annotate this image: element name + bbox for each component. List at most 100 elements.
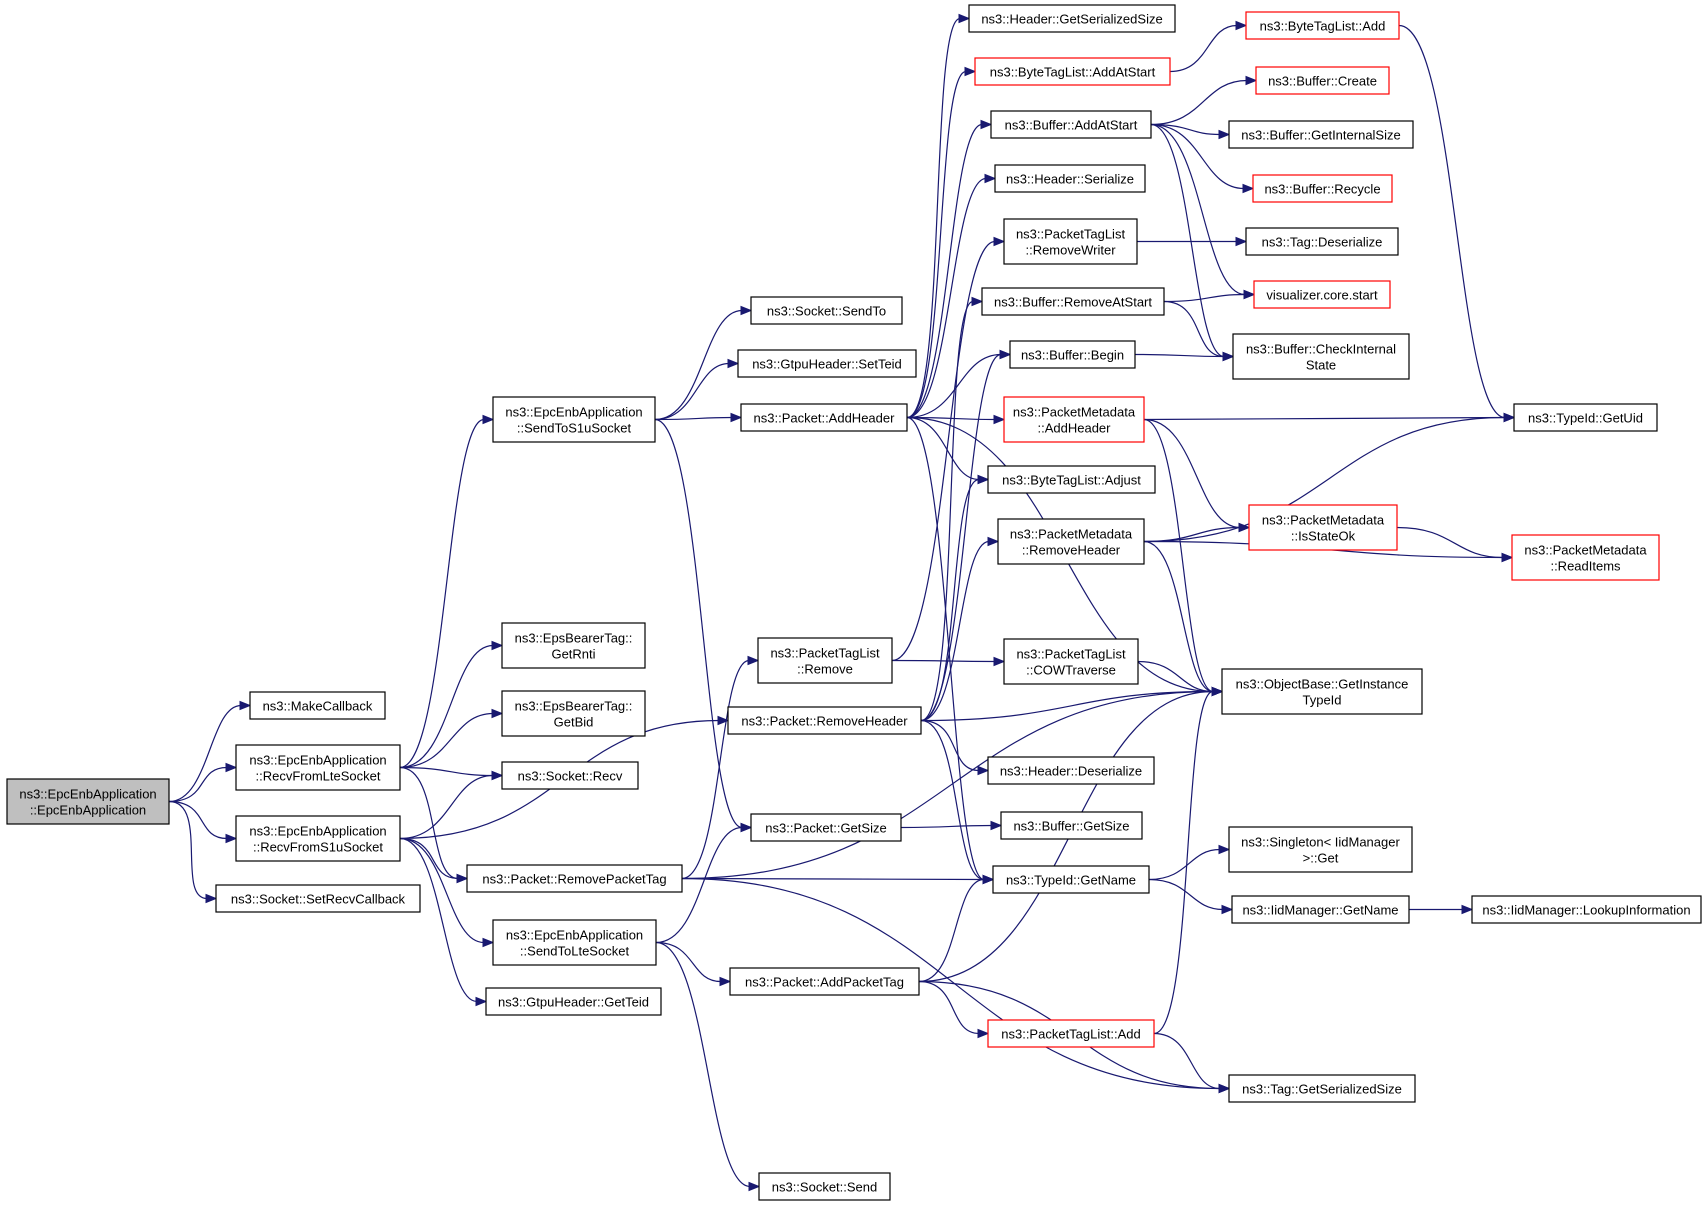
node-box-recvfromlte[interactable] xyxy=(235,744,401,791)
node-box-removeheader[interactable] xyxy=(727,706,922,735)
node-box-setteid[interactable] xyxy=(737,349,917,378)
node-bufremoveatstart[interactable]: ns3::Buffer::RemoveAtStart xyxy=(981,287,1165,316)
node-getrnti[interactable]: ns3::EpsBearerTag::GetRnti xyxy=(501,622,646,669)
node-box-bufcreate[interactable] xyxy=(1255,66,1390,95)
node-box-bufremoveatstart[interactable] xyxy=(981,287,1165,316)
node-pmreaditems[interactable]: ns3::PacketMetadata::ReadItems xyxy=(1511,534,1660,581)
node-taggetserialized[interactable]: ns3::Tag::GetSerializedSize xyxy=(1228,1074,1416,1103)
node-bufaddatstart[interactable]: ns3::Buffer::AddAtStart xyxy=(990,110,1152,139)
node-sendtolte[interactable]: ns3::EpcEnbApplication::SendToLteSocket xyxy=(492,919,657,966)
node-box-bufrecycle[interactable] xyxy=(1252,174,1393,203)
node-box-ptlcowtraverse[interactable] xyxy=(1003,638,1139,685)
node-box-btladd[interactable] xyxy=(1245,11,1400,40)
node-ptlremove[interactable]: ns3::PacketTagList::Remove xyxy=(757,637,893,684)
node-recvfroms1u[interactable]: ns3::EpcEnbApplication::RecvFromS1uSocke… xyxy=(235,815,401,862)
node-box-objgetinstance[interactable] xyxy=(1221,668,1423,715)
node-bufgetsize[interactable]: ns3::Buffer::GetSize xyxy=(1000,811,1143,840)
node-typeidgetuid[interactable]: ns3::TypeId::GetUid xyxy=(1513,403,1658,432)
node-iidgetname[interactable]: ns3::IidManager::GetName xyxy=(1231,895,1410,924)
node-btladd[interactable]: ns3::ByteTagList::Add xyxy=(1245,11,1400,40)
node-typeidgetname[interactable]: ns3::TypeId::GetName xyxy=(992,865,1150,894)
node-box-bufbegin[interactable] xyxy=(1009,340,1136,369)
node-pmremoveheader[interactable]: ns3::PacketMetadata::RemoveHeader xyxy=(997,518,1145,565)
node-sendto[interactable]: ns3::Socket::SendTo xyxy=(750,296,903,325)
node-box-taggetserialized[interactable] xyxy=(1228,1074,1416,1103)
node-getteid[interactable]: ns3::GtpuHeader::GetTeid xyxy=(485,987,662,1016)
node-bufgetinternalsize[interactable]: ns3::Buffer::GetInternalSize xyxy=(1228,120,1414,149)
node-box-pmreaditems[interactable] xyxy=(1511,534,1660,581)
node-box-getsize[interactable] xyxy=(750,813,902,842)
node-getsize[interactable]: ns3::Packet::GetSize xyxy=(750,813,902,842)
node-vizstart[interactable]: visualizer.core.start xyxy=(1253,280,1391,309)
node-hdrserialize[interactable]: ns3::Header::Serialize xyxy=(994,164,1146,193)
node-box-bufcheckinternal[interactable] xyxy=(1232,333,1410,380)
node-box-removepackettag[interactable] xyxy=(466,864,683,893)
node-hdrdeserialize[interactable]: ns3::Header::Deserialize xyxy=(987,756,1155,785)
node-box-addheader[interactable] xyxy=(740,403,908,432)
node-box-ptlremovewriter[interactable] xyxy=(1003,218,1138,265)
node-box-pmremoveheader[interactable] xyxy=(997,518,1145,565)
node-box-sendto[interactable] xyxy=(750,296,903,325)
node-box-vizstart[interactable] xyxy=(1253,280,1391,309)
node-box-getrnti[interactable] xyxy=(501,622,646,669)
node-btladjust[interactable]: ns3::ByteTagList::Adjust xyxy=(987,465,1156,494)
node-box-getbid[interactable] xyxy=(501,690,646,737)
node-pmisstateok[interactable]: ns3::PacketMetadata::IsStateOk xyxy=(1248,504,1398,551)
node-iidlookup[interactable]: ns3::IidManager::LookupInformation xyxy=(1471,895,1702,924)
node-removepackettag[interactable]: ns3::Packet::RemovePacketTag xyxy=(466,864,683,893)
node-box-iidlookup[interactable] xyxy=(1471,895,1702,924)
node-box-hdrgetserialized[interactable] xyxy=(968,4,1176,33)
node-box-bufgetsize[interactable] xyxy=(1000,811,1143,840)
node-ptladd[interactable]: ns3::PacketTagList::Add xyxy=(987,1019,1155,1048)
node-box-getteid[interactable] xyxy=(485,987,662,1016)
node-box-btladjust[interactable] xyxy=(987,465,1156,494)
node-box-root[interactable] xyxy=(6,778,170,825)
node-ptlremovewriter[interactable]: ns3::PacketTagList::RemoveWriter xyxy=(1003,218,1138,265)
node-root[interactable]: ns3::EpcEnbApplication::EpcEnbApplicatio… xyxy=(6,778,170,825)
node-box-ptladd[interactable] xyxy=(987,1019,1155,1048)
node-addpackettag[interactable]: ns3::Packet::AddPacketTag xyxy=(729,967,920,996)
node-recvfromlte[interactable]: ns3::EpcEnbApplication::RecvFromLteSocke… xyxy=(235,744,401,791)
node-box-typeidgetuid[interactable] xyxy=(1513,403,1658,432)
node-getbid[interactable]: ns3::EpsBearerTag::GetBid xyxy=(501,690,646,737)
node-box-setrecvcallback[interactable] xyxy=(215,884,421,913)
node-box-sendtolte[interactable] xyxy=(492,919,657,966)
node-box-makecallback[interactable] xyxy=(249,691,386,720)
node-hdrgetserialized[interactable]: ns3::Header::GetSerializedSize xyxy=(968,4,1176,33)
node-tagdeserialize[interactable]: ns3::Tag::Deserialize xyxy=(1245,227,1399,256)
node-sendtos1u[interactable]: ns3::EpcEnbApplication::SendToS1uSocket xyxy=(492,396,656,443)
node-bufrecycle[interactable]: ns3::Buffer::Recycle xyxy=(1252,174,1393,203)
node-box-addpackettag[interactable] xyxy=(729,967,920,996)
node-pmaddheader[interactable]: ns3::PacketMetadata::AddHeader xyxy=(1003,396,1145,443)
node-box-bufaddatstart[interactable] xyxy=(990,110,1152,139)
node-box-sendtos1u[interactable] xyxy=(492,396,656,443)
node-box-bufgetinternalsize[interactable] xyxy=(1228,120,1414,149)
node-box-socketsend[interactable] xyxy=(758,1172,891,1201)
node-bufcreate[interactable]: ns3::Buffer::Create xyxy=(1255,66,1390,95)
node-removeheader[interactable]: ns3::Packet::RemoveHeader xyxy=(727,706,922,735)
node-socketrecv[interactable]: ns3::Socket::Recv xyxy=(501,761,639,790)
node-box-typeidgetname[interactable] xyxy=(992,865,1150,894)
node-ptlcowtraverse[interactable]: ns3::PacketTagList::COWTraverse xyxy=(1003,638,1139,685)
node-makecallback[interactable]: ns3::MakeCallback xyxy=(249,691,386,720)
node-box-hdrserialize[interactable] xyxy=(994,164,1146,193)
node-socketsend[interactable]: ns3::Socket::Send xyxy=(758,1172,891,1201)
node-box-btladdatstart[interactable] xyxy=(974,57,1171,86)
node-addheader[interactable]: ns3::Packet::AddHeader xyxy=(740,403,908,432)
node-box-pmaddheader[interactable] xyxy=(1003,396,1145,443)
node-box-recvfroms1u[interactable] xyxy=(235,815,401,862)
node-singletonget[interactable]: ns3::Singleton< IidManager>::Get xyxy=(1228,826,1413,873)
node-box-pmisstateok[interactable] xyxy=(1248,504,1398,551)
node-setteid[interactable]: ns3::GtpuHeader::SetTeid xyxy=(737,349,917,378)
node-box-socketrecv[interactable] xyxy=(501,761,639,790)
node-bufbegin[interactable]: ns3::Buffer::Begin xyxy=(1009,340,1136,369)
node-box-tagdeserialize[interactable] xyxy=(1245,227,1399,256)
node-box-ptlremove[interactable] xyxy=(757,637,893,684)
node-btladdatstart[interactable]: ns3::ByteTagList::AddAtStart xyxy=(974,57,1171,86)
node-setrecvcallback[interactable]: ns3::Socket::SetRecvCallback xyxy=(215,884,421,913)
node-box-hdrdeserialize[interactable] xyxy=(987,756,1155,785)
node-box-singletonget[interactable] xyxy=(1228,826,1413,873)
node-box-iidgetname[interactable] xyxy=(1231,895,1410,924)
